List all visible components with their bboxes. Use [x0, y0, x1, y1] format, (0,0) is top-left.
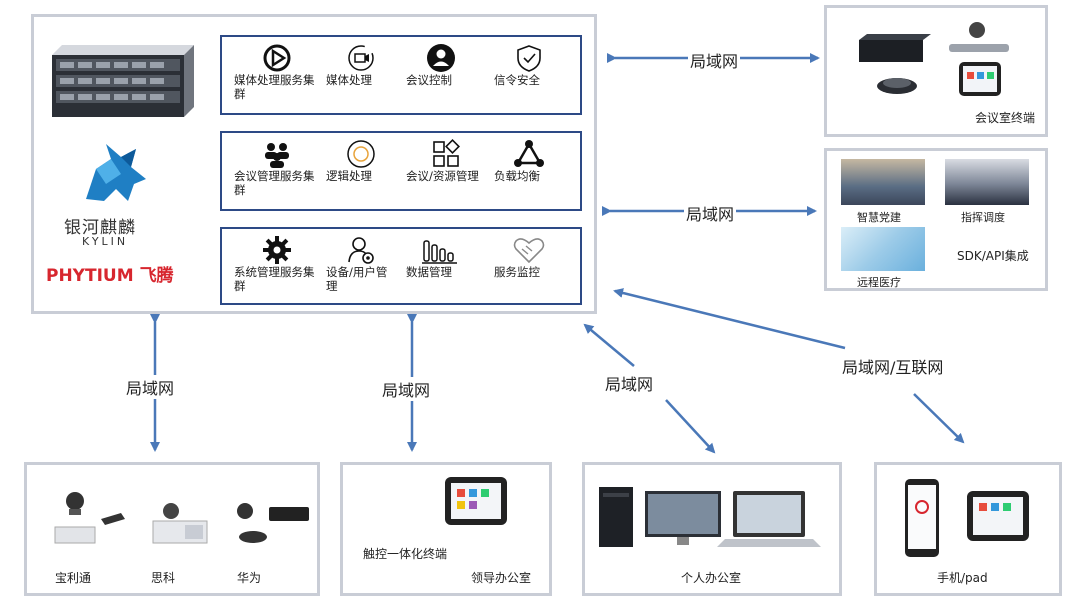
smart-party-photo: [841, 159, 925, 205]
network-triangle-icon: [514, 140, 544, 167]
video-refresh-icon: [348, 45, 374, 71]
service-resource-management: 会议/资源管理: [406, 139, 486, 183]
service-conference-cluster: 会议管理服务集群: [234, 139, 320, 197]
play-circle-icon: [263, 44, 291, 72]
phytium-brand-en: PHYTIUM: [46, 266, 134, 286]
service-signaling-security: 信令安全: [494, 43, 564, 87]
user-circle-icon: [427, 44, 455, 72]
service-media-processing: 媒体处理: [326, 43, 396, 87]
command-caption: 指挥调度: [961, 211, 1005, 224]
service-media-cluster: 媒体处理服务集群: [234, 43, 320, 101]
shield-check-icon: [517, 45, 541, 72]
phytium-logo: PHYTIUM 飞腾: [46, 261, 174, 286]
link-label-internet: 局域网/互联网: [840, 354, 946, 378]
vendor-huawei-label: 华为: [237, 571, 262, 585]
touch-terminal-image: [445, 477, 507, 525]
service-device-user: 设备/用户管理: [326, 235, 396, 293]
command-photo: [945, 159, 1029, 205]
sdk-caption: SDK/API集成: [957, 249, 1029, 263]
smart-party-caption: 智慧党建: [857, 211, 901, 224]
link-label-top: 局域网: [688, 48, 741, 72]
handshake-icon: [513, 238, 545, 264]
service-data-management: 数据管理: [406, 235, 476, 279]
service-label: 负载均衡: [494, 169, 540, 183]
telemedicine-photo: [841, 227, 925, 271]
loading-circle-icon: [347, 140, 375, 168]
personal-office-caption: 个人办公室: [681, 571, 742, 585]
service-system-cluster: 系统管理服务集群: [234, 235, 320, 293]
service-logic-processing: 逻辑处理: [326, 139, 396, 183]
mobile-box: 手机/pad: [874, 462, 1062, 596]
vendor-polycom-label: 宝利通: [55, 571, 92, 585]
service-load-balancing: 负载均衡: [494, 139, 564, 183]
personal-office-devices-image: [599, 487, 821, 547]
conference-devices-image: [859, 22, 1009, 96]
service-conference-control: 会议控制: [406, 43, 476, 87]
service-label: 媒体处理: [326, 73, 372, 87]
kylin-brand-en: KYLIN: [82, 235, 129, 248]
third-party-terminals-box: 宝利通 思科 华为: [24, 462, 320, 596]
conference-terminal-caption: 会议室终端: [974, 111, 1035, 125]
service-label: 会议控制: [406, 73, 452, 87]
leader-office-caption: 领导办公室: [471, 571, 532, 585]
link-label-center: 局域网: [380, 377, 433, 401]
kylin-logo-icon: [86, 144, 146, 201]
service-label: 逻辑处理: [326, 169, 372, 183]
kylin-brand-cn: 银河麒麟: [64, 218, 136, 238]
group-icon: [265, 143, 289, 168]
service-label: 会议管理服务集群: [234, 169, 315, 197]
link-label-mid: 局域网: [684, 201, 737, 225]
leader-office-box: 触控一体化终端 领导办公室: [340, 462, 552, 596]
touch-terminal-caption: 触控一体化终端: [363, 547, 448, 561]
arrow-internet-b: [913, 393, 965, 444]
telemedicine-caption: 远程医疗: [857, 276, 901, 289]
arrow-internet-a: [613, 288, 846, 350]
grid-apps-icon: [433, 139, 460, 167]
arrow-right-b: [665, 399, 716, 454]
third-party-devices-image: [54, 492, 309, 544]
integration-box: 智慧党建 指挥调度 远程医疗 SDK/API集成: [824, 148, 1048, 291]
vendor-cisco-label: 思科: [151, 571, 176, 585]
bar-chart-icon: [422, 240, 457, 264]
service-label: 设备/用户管理: [326, 265, 388, 293]
personal-office-box: 个人办公室: [582, 462, 842, 596]
service-label: 媒体处理服务集群: [234, 73, 315, 101]
service-label: 数据管理: [406, 265, 452, 279]
phytium-brand-cn: 飞腾: [139, 266, 174, 286]
service-label: 信令安全: [494, 73, 540, 87]
mobile-caption: 手机/pad: [937, 571, 988, 585]
link-label-left: 局域网: [124, 375, 177, 399]
service-label: 服务监控: [494, 265, 540, 279]
conference-terminal-box: 会议室终端: [824, 5, 1048, 137]
gear-icon: [263, 236, 291, 264]
system-service-panel: 系统管理服务集群 设备/用户管理 数据管理 服务监控: [220, 227, 582, 305]
mobile-devices-image: [905, 479, 1029, 557]
server-rack-image: [52, 45, 194, 117]
media-service-panel: 媒体处理服务集群 媒体处理 会议控制 信令安全: [220, 35, 582, 115]
service-label: 系统管理服务集群: [234, 265, 315, 293]
service-label: 会议/资源管理: [406, 169, 479, 183]
arrow-right-a: [583, 323, 635, 367]
link-label-right: 局域网: [603, 371, 656, 395]
server-cluster-box: 银河麒麟 KYLIN PHYTIUM 飞腾 媒体处理服务集群 媒体处理 会议控制…: [31, 14, 597, 314]
conference-service-panel: 会议管理服务集群 逻辑处理 会议/资源管理 负载均衡: [220, 131, 582, 211]
user-settings-icon: [348, 237, 374, 264]
service-monitoring: 服务监控: [494, 235, 564, 279]
